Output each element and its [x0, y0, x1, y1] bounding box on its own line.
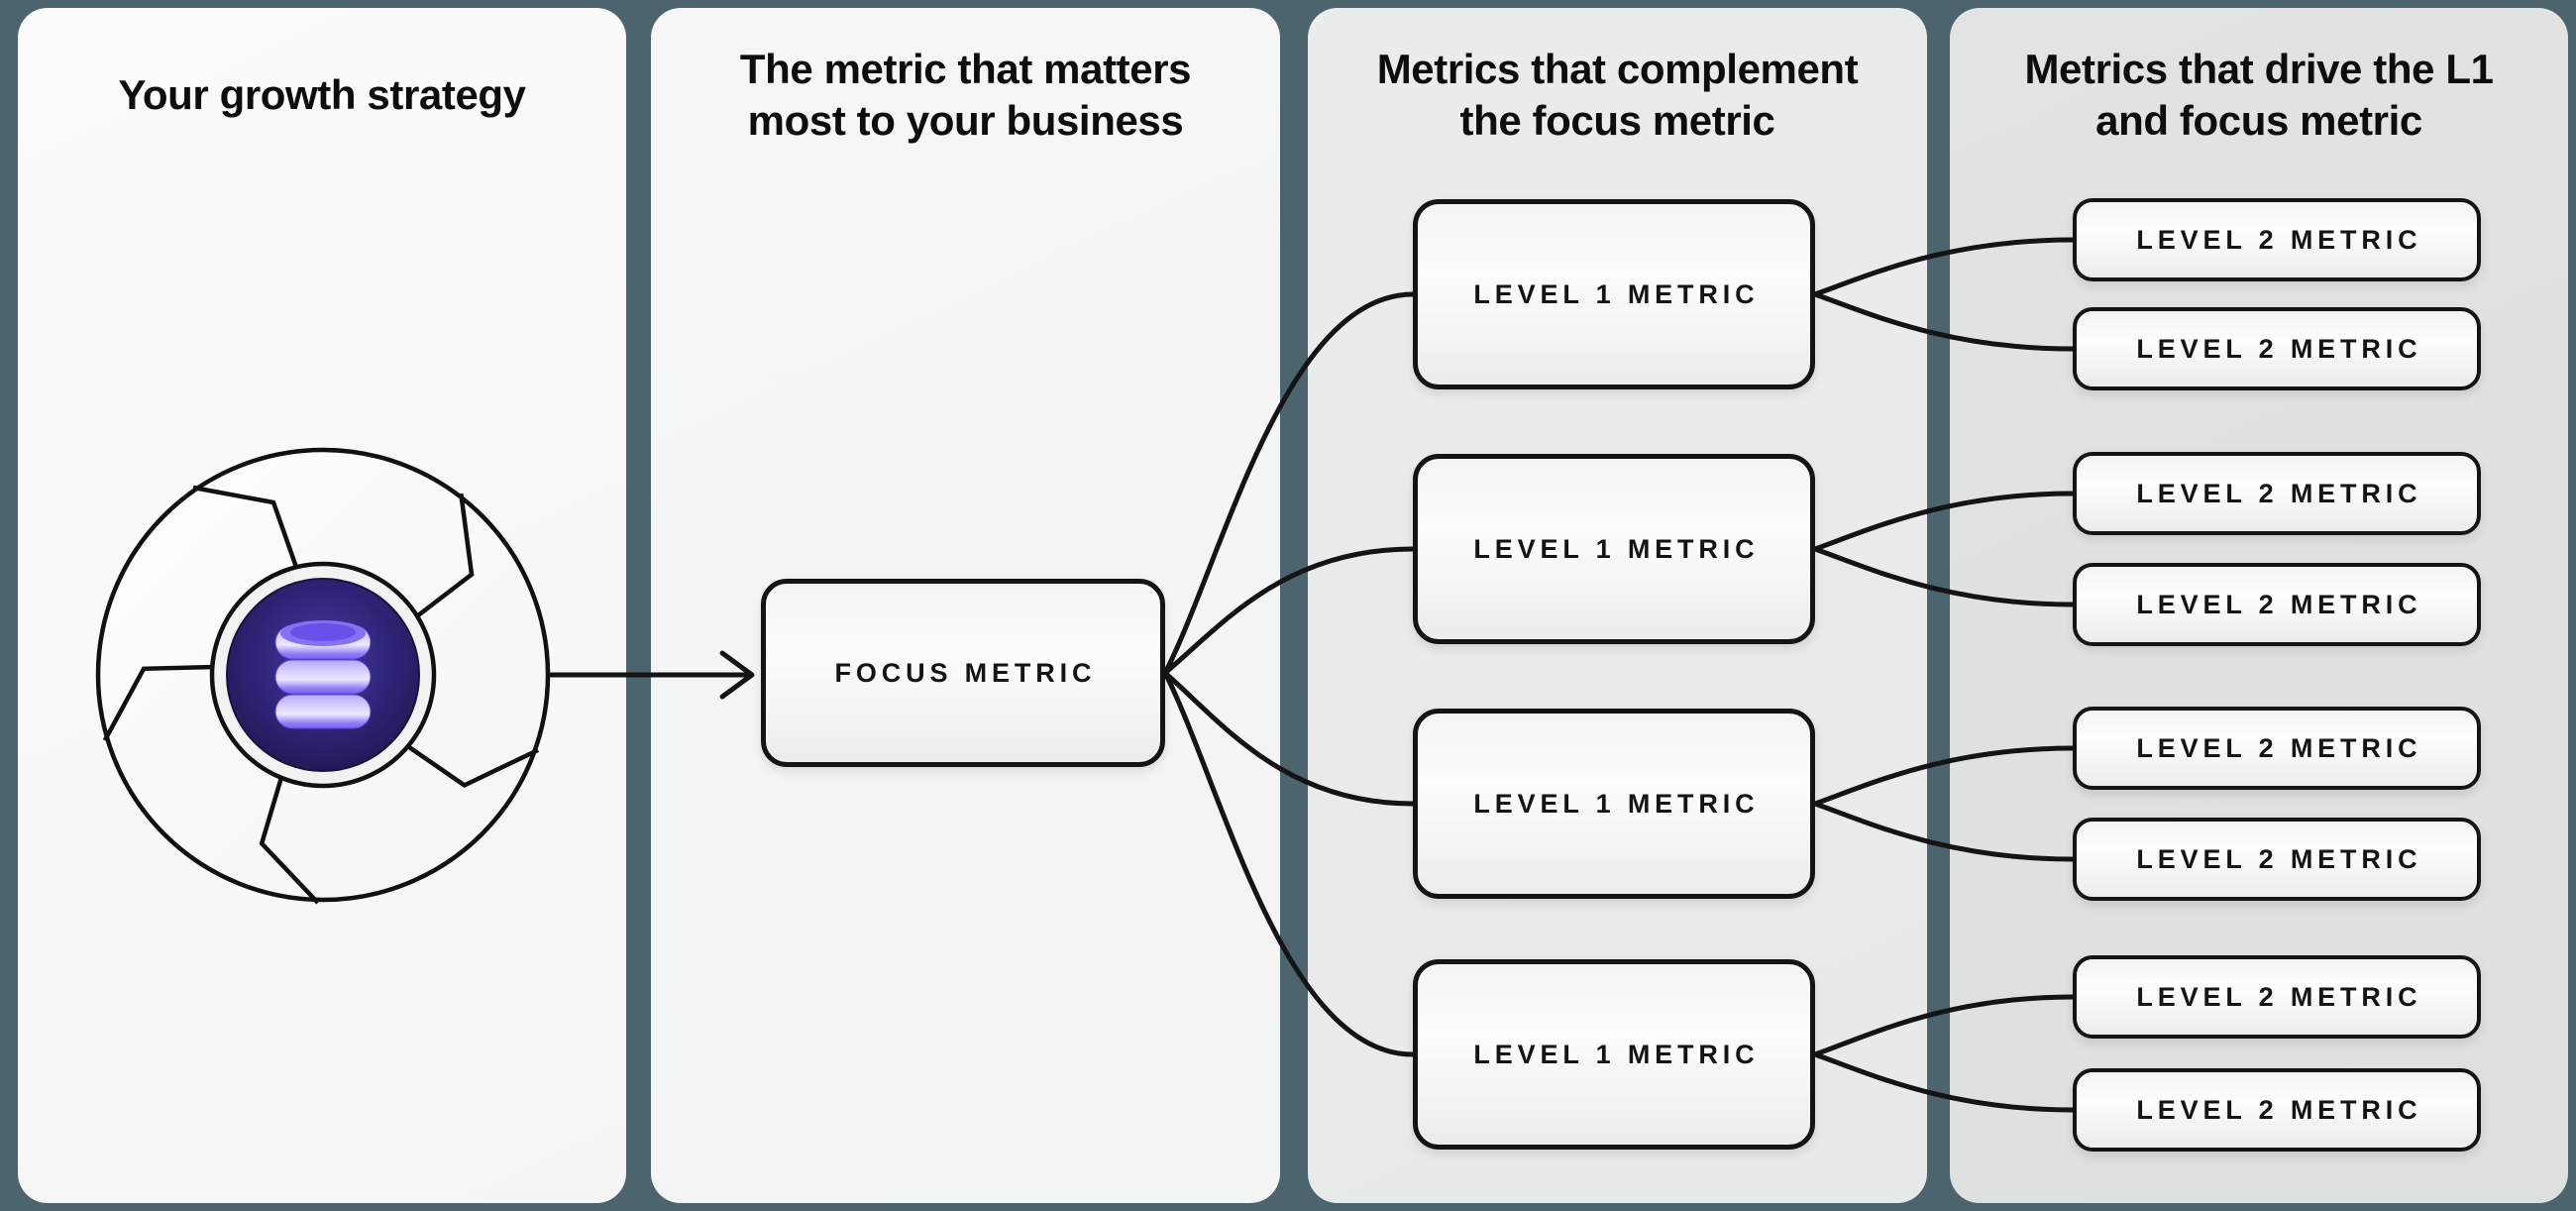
- column-title-level-1: Metrics that complement the focus metric: [1308, 44, 1927, 147]
- level-2-metric-label: LEVEL 2 METRIC: [2136, 981, 2422, 1012]
- level-2-metric-node: LEVEL 2 METRIC: [2073, 955, 2481, 1039]
- level-1-metric-label: LEVEL 1 METRIC: [1473, 278, 1760, 309]
- title-line: the focus metric: [1459, 97, 1775, 144]
- column-title-focus-metric: The metric that matters most to your bus…: [651, 44, 1280, 147]
- column-title-level-2: Metrics that drive the L1 and focus metr…: [1950, 44, 2568, 147]
- level-2-metric-label: LEVEL 2 METRIC: [2136, 732, 2422, 763]
- title-line: Metrics that drive the L1: [2024, 46, 2494, 92]
- level-2-metric-label: LEVEL 2 METRIC: [2136, 333, 2422, 364]
- title-line: Your growth strategy: [118, 71, 526, 118]
- level-2-metric-node: LEVEL 2 METRIC: [2073, 563, 2481, 646]
- level-2-metric-label: LEVEL 2 METRIC: [2136, 1094, 2422, 1125]
- flywheel-blade-cuts: [102, 485, 540, 905]
- level-1-metric-node: LEVEL 1 METRIC: [1413, 959, 1815, 1150]
- level-1-metric-node: LEVEL 1 METRIC: [1413, 709, 1815, 899]
- level-2-metric-node: LEVEL 2 METRIC: [2073, 452, 2481, 535]
- level-2-metric-node: LEVEL 2 METRIC: [2073, 818, 2481, 901]
- level-2-metric-label: LEVEL 2 METRIC: [2136, 843, 2422, 874]
- level-1-metric-label: LEVEL 1 METRIC: [1473, 533, 1760, 564]
- level-2-metric-node: LEVEL 2 METRIC: [2073, 198, 2481, 281]
- title-line: Metrics that complement: [1376, 46, 1859, 92]
- level-2-metric-label: LEVEL 2 METRIC: [2136, 478, 2422, 508]
- flywheel-cycle-icon: [95, 447, 551, 905]
- level-2-metric-label: LEVEL 2 METRIC: [2136, 589, 2422, 619]
- title-line: most to your business: [747, 97, 1184, 144]
- database-icon: [274, 620, 372, 729]
- level-1-metric-label: LEVEL 1 METRIC: [1473, 788, 1760, 819]
- level-2-metric-node: LEVEL 2 METRIC: [2073, 1068, 2481, 1152]
- level-1-metric-node: LEVEL 1 METRIC: [1413, 199, 1815, 389]
- level-2-metric-label: LEVEL 2 METRIC: [2136, 224, 2422, 255]
- focus-metric-node: FOCUS METRIC: [761, 579, 1165, 767]
- title-line: and focus metric: [2095, 97, 2422, 144]
- title-line: The metric that matters: [739, 46, 1192, 92]
- level-1-metric-label: LEVEL 1 METRIC: [1473, 1039, 1760, 1069]
- level-1-metric-node: LEVEL 1 METRIC: [1413, 454, 1815, 644]
- column-title-growth-strategy: Your growth strategy: [18, 69, 626, 121]
- level-2-metric-node: LEVEL 2 METRIC: [2073, 707, 2481, 790]
- focus-metric-label: FOCUS METRIC: [834, 657, 1097, 688]
- level-2-metric-node: LEVEL 2 METRIC: [2073, 307, 2481, 390]
